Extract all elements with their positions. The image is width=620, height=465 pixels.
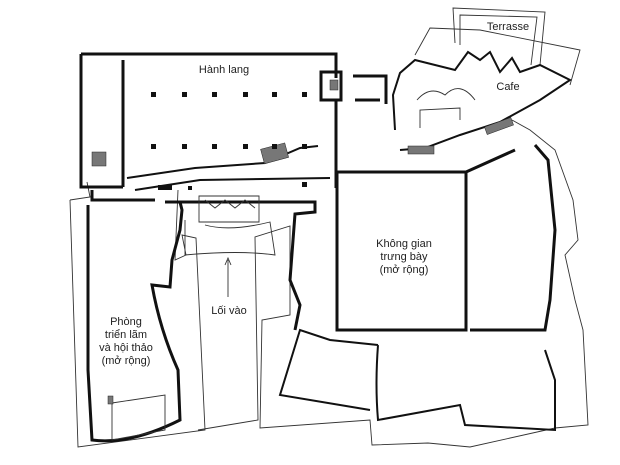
label-line: triển lãm	[104, 329, 148, 341]
label-cafe: Cafe	[496, 81, 520, 93]
hall-corridor-wall	[126, 145, 331, 191]
cafe-stair-2	[407, 145, 435, 155]
exhibition-room-stair	[107, 395, 114, 405]
core-stair	[329, 79, 339, 91]
exhibition-room-platform	[111, 394, 166, 441]
label-exhibition-space: Không gian trưng bày (mở rộng)	[376, 238, 432, 277]
label-entrance: Lối vào	[211, 305, 247, 317]
label-line: và hội thảo	[99, 342, 153, 354]
label-line: (mở rộng)	[379, 264, 429, 276]
service-core	[319, 70, 388, 104]
cafe-wall	[391, 50, 572, 151]
label-hall: Hành lang	[198, 64, 250, 76]
label-line: Không gian	[376, 238, 432, 250]
cafe-counter	[416, 88, 476, 128]
expo-space-wall	[335, 144, 557, 332]
cafe-stair	[484, 117, 514, 135]
entrance-canopy	[184, 195, 276, 256]
terrace-outline	[452, 7, 546, 66]
left-stair	[91, 151, 107, 167]
label-terrace: Terrasse	[486, 21, 530, 33]
expo-lower-wall	[278, 328, 556, 432]
cafe-roof-outline	[414, 27, 581, 86]
label-line: Phòng	[110, 316, 142, 328]
exhibition-room-wall	[86, 190, 184, 443]
entrance-front-wall	[165, 200, 317, 331]
label-exhibition-room: Phòng triển lãm và hội thảo (mở rộng)	[99, 316, 153, 368]
label-line: (mở rộng)	[101, 355, 151, 367]
entrance-arrow	[224, 256, 232, 297]
hall-wall	[79, 52, 338, 189]
label-line: trưng bày	[380, 251, 428, 263]
hall-columns	[151, 92, 307, 190]
